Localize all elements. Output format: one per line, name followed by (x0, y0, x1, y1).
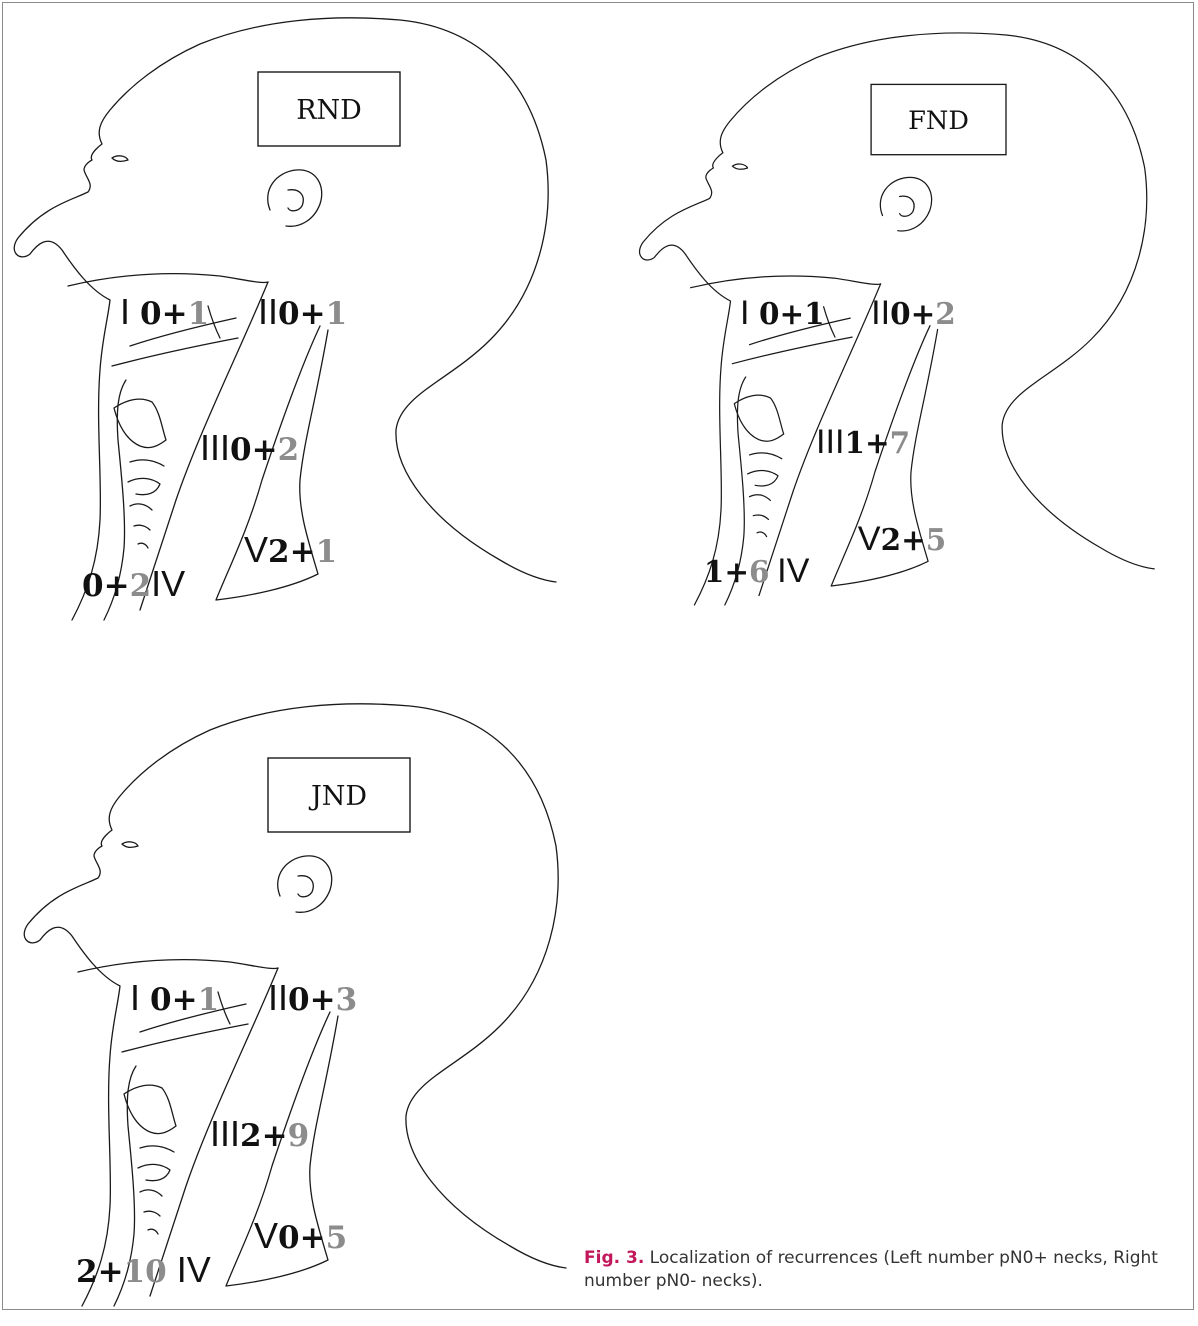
level-II-fnd: II0+2 (871, 294, 956, 332)
level-II-jnd: II0+3 (268, 977, 357, 1018)
label-box-jnd (267, 757, 411, 833)
figure-number: Fig. 3. (584, 1248, 645, 1268)
caption-text: Localization of recurrences (Left number… (584, 1248, 1158, 1291)
label-fnd: FND (908, 106, 969, 136)
level-III-rnd: III0+2 (200, 427, 299, 468)
label-box-rnd (257, 71, 401, 147)
level-V-fnd: V2+5 (858, 520, 946, 558)
label-rnd: RND (296, 95, 362, 126)
level-V-rnd: V2+1 (244, 529, 337, 570)
level-III-fnd: III1+7 (816, 423, 910, 461)
level-V-jnd: V0+5 (254, 1215, 347, 1256)
label-box-fnd (870, 83, 1007, 156)
level-III-jnd: III2+9 (210, 1113, 309, 1154)
level-II-rnd: II0+1 (258, 291, 347, 332)
figure-caption: Fig. 3. Localization of recurrences (Lef… (584, 1247, 1184, 1293)
level-IV-rnd: 0+2IV (82, 563, 185, 604)
label-jnd: JND (308, 781, 367, 812)
